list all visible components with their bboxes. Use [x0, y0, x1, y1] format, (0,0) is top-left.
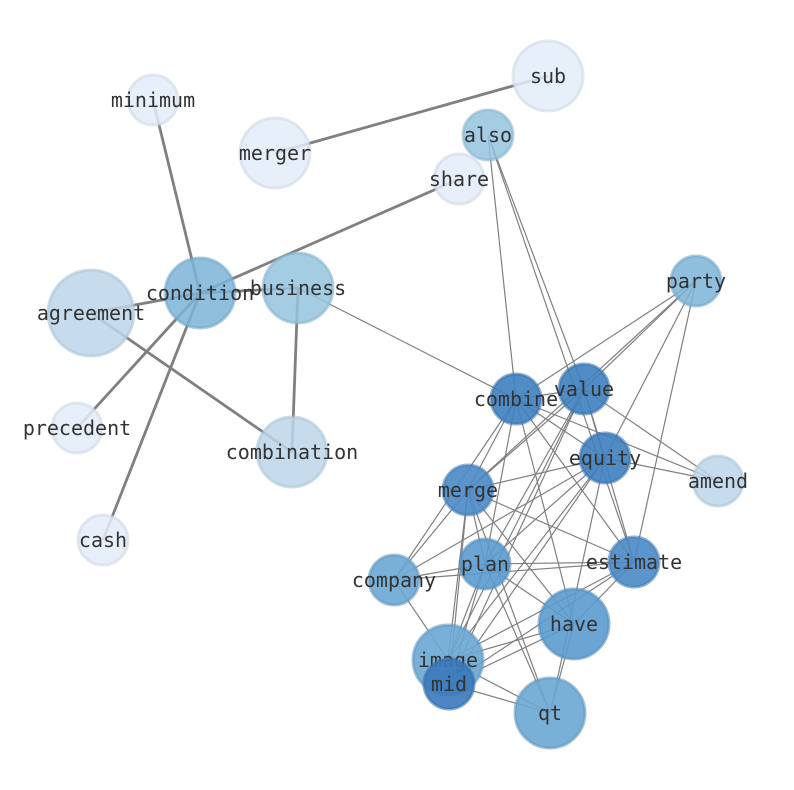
node-label-also: also — [464, 123, 512, 147]
node-label-combine: combine — [474, 387, 558, 411]
node-label-value: value — [554, 377, 614, 401]
edge-company-estimate — [393, 561, 635, 581]
edge-condition-cash — [101, 292, 202, 541]
node-agreement[interactable]: agreement — [37, 268, 145, 358]
node-mid[interactable]: mid — [422, 657, 476, 711]
node-party[interactable]: party — [666, 254, 726, 308]
node-label-merge: merge — [438, 478, 498, 502]
node-label-company: company — [352, 568, 436, 592]
node-also[interactable]: also — [461, 108, 515, 162]
edge-value-plan — [484, 388, 585, 565]
node-cash[interactable]: cash — [76, 513, 130, 567]
node-qt[interactable]: qt — [513, 676, 587, 750]
node-minimum[interactable]: minimum — [111, 73, 195, 127]
node-sub[interactable]: sub — [511, 39, 585, 113]
graph-edges — [75, 74, 719, 714]
node-circle-mid[interactable] — [422, 657, 476, 711]
node-condition[interactable]: condition — [146, 256, 254, 330]
node-label-sub: sub — [530, 64, 566, 88]
node-circle-also[interactable] — [461, 108, 515, 162]
node-circle-cash[interactable] — [76, 513, 130, 567]
node-business[interactable]: business — [250, 251, 346, 325]
edge-equity-image — [447, 457, 606, 661]
edge-combine-plan — [484, 398, 517, 565]
edge-also-estimate — [487, 134, 635, 563]
edge-merge-estimate — [467, 489, 635, 563]
node-label-condition: condition — [146, 281, 254, 305]
node-label-combination: combination — [226, 440, 358, 464]
node-circle-estimate[interactable] — [607, 535, 661, 589]
node-circle-precedent[interactable] — [50, 401, 104, 455]
node-circle-value[interactable] — [557, 362, 611, 416]
node-label-precedent: precedent — [23, 416, 131, 440]
node-amend[interactable]: amend — [688, 454, 748, 508]
node-circle-amend[interactable] — [691, 454, 745, 508]
node-company[interactable]: company — [352, 553, 436, 607]
node-merge[interactable]: merge — [438, 463, 498, 517]
node-merger[interactable]: merger — [238, 116, 312, 190]
edge-also-value — [487, 134, 585, 390]
node-label-plan: plan — [461, 552, 509, 576]
edge-equity-plan — [484, 457, 606, 565]
node-circle-equity[interactable] — [578, 431, 632, 485]
node-value[interactable]: value — [554, 362, 614, 416]
node-plan[interactable]: plan — [458, 537, 512, 591]
node-circle-qt[interactable] — [513, 676, 587, 750]
edge-value-amend — [583, 388, 719, 482]
node-label-party: party — [666, 269, 726, 293]
node-combination[interactable]: combination — [226, 415, 358, 489]
node-equity[interactable]: equity — [569, 431, 641, 485]
node-circle-combination[interactable] — [255, 415, 329, 489]
node-label-mid: mid — [431, 672, 467, 696]
node-circle-merger[interactable] — [238, 116, 312, 190]
node-label-cash: cash — [79, 528, 127, 552]
node-label-qt: qt — [538, 701, 562, 725]
node-label-equity: equity — [569, 446, 641, 470]
edge-sub-merger — [274, 74, 549, 155]
node-label-have: have — [550, 612, 598, 636]
node-circle-agreement[interactable] — [46, 268, 136, 358]
node-circle-combine[interactable] — [489, 372, 543, 426]
node-circle-have[interactable] — [537, 587, 611, 661]
node-have[interactable]: have — [537, 587, 611, 661]
node-label-agreement: agreement — [37, 301, 145, 325]
node-circle-minimum[interactable] — [126, 73, 180, 127]
node-share[interactable]: share — [429, 152, 489, 206]
node-label-business: business — [250, 276, 346, 300]
node-circle-merge[interactable] — [441, 463, 495, 517]
edge-party-combine — [515, 280, 697, 400]
node-circle-plan[interactable] — [458, 537, 512, 591]
edge-party-equity — [604, 280, 697, 459]
node-label-estimate: estimate — [586, 550, 682, 574]
edge-value-image — [447, 388, 585, 661]
node-circle-company[interactable] — [367, 553, 421, 607]
node-label-share: share — [429, 167, 489, 191]
edge-also-combine — [487, 134, 517, 400]
edge-business-combine — [297, 287, 517, 400]
node-circle-sub[interactable] — [511, 39, 585, 113]
edge-equity-company — [393, 457, 606, 581]
node-label-merger: merger — [239, 141, 311, 165]
edge-combine-estimate — [515, 398, 635, 563]
node-estimate[interactable]: estimate — [586, 535, 682, 589]
edge-merge-qt — [467, 489, 551, 714]
node-label-minimum: minimum — [111, 88, 195, 112]
edge-share-condition — [199, 177, 460, 295]
edge-equity-qt — [549, 457, 606, 714]
graph-nodes: sub minimum merger also share party conditionb… — [23, 39, 748, 750]
node-precedent[interactable]: precedent — [23, 401, 131, 455]
node-circle-condition[interactable] — [163, 256, 237, 330]
edge-party-estimate — [633, 280, 697, 563]
node-label-amend: amend — [688, 469, 748, 493]
node-circle-business[interactable] — [261, 251, 335, 325]
node-circle-share[interactable] — [432, 152, 486, 206]
node-circle-party[interactable] — [669, 254, 723, 308]
node-combine[interactable]: combine — [474, 372, 558, 426]
